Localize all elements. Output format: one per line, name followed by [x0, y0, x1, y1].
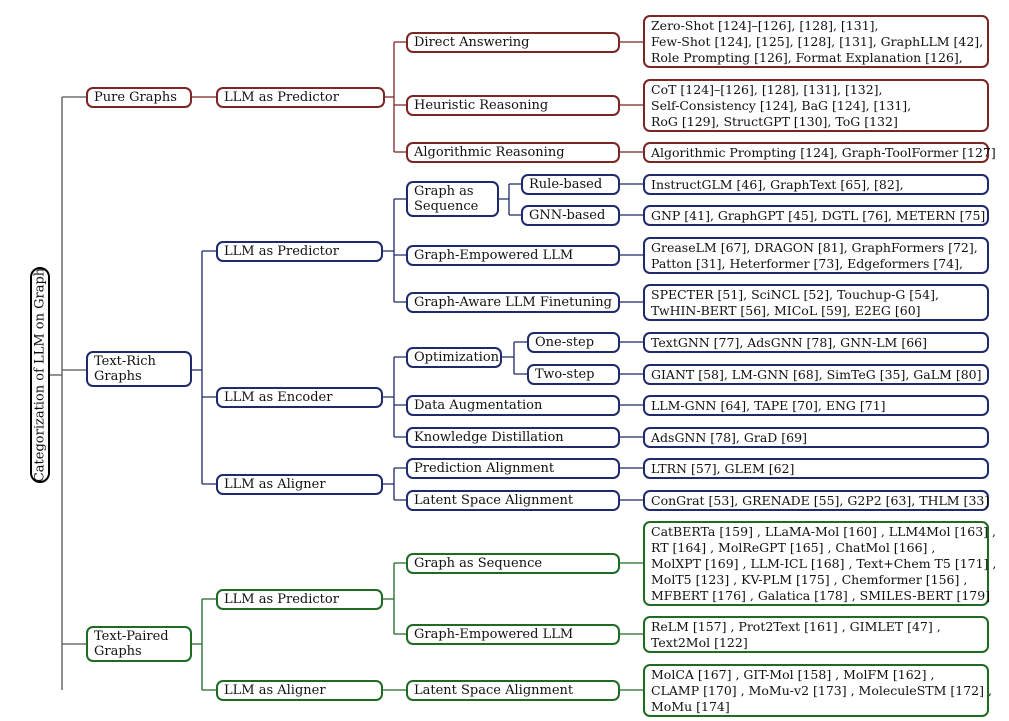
leaf-line: CatBERTa [159] , LLaMA-Mol [160] , LLM4M… [651, 523, 997, 539]
leaf-line: Text2Mol [122] [651, 634, 748, 650]
category-text-paired-graphs: Text-Paired Graphs [86, 626, 192, 662]
leaf-tp-latent-space-alignment: MolCA [167] , GIT-Mol [158] , MolFM [162… [643, 664, 992, 717]
leaf-line: RoG [129], StructGPT [130], ToG [132] [651, 113, 898, 129]
leaf-line: Zero-Shot [124]–[126], [128], [131], [651, 17, 879, 33]
leaf-line: CLAMP [170] , MoMu-v2 [173] , MoleculeST… [651, 682, 992, 698]
leaf-line: AdsGNN [78], GraD [69] [651, 429, 807, 445]
root-node: Categorization of LLM on Graph [30, 267, 50, 483]
leaf-line: Role Prompting [126], Format Explanation… [651, 49, 963, 65]
role-text-rich-llm-as-aligner: LLM as Aligner [216, 474, 383, 495]
leaf-direct-answering: Zero-Shot [124]–[126], [128], [131], Few… [643, 15, 989, 68]
leaf-tp-graph-as-sequence: CatBERTa [159] , LLaMA-Mol [160] , LLM4M… [643, 521, 997, 606]
leaf-line: TextGNN [77], AdsGNN [78], GNN-LM [66] [651, 334, 927, 350]
role-text-rich-llm-as-encoder: LLM as Encoder [216, 387, 383, 408]
leaf-line: Patton [31], Heterformer [73], Edgeforme… [651, 255, 964, 271]
category-pure-graphs: Pure Graphs [86, 87, 192, 108]
leaf-line: CoT [124]–[126], [128], [131], [132], [651, 81, 883, 97]
leaf-line: ConGrat [53], GRENADE [55], G2P2 [63], T… [651, 492, 990, 508]
method-tp-graph-as-sequence: Graph as Sequence [406, 553, 620, 574]
role-pure-llm-as-predictor: LLM as Predictor [216, 87, 385, 108]
leaf-line: GreaseLM [67], DRAGON [81], GraphFormers… [651, 239, 978, 255]
method-latent-space-alignment: Latent Space Alignment [406, 490, 620, 511]
leaf-one-step: TextGNN [77], AdsGNN [78], GNN-LM [66] [643, 332, 989, 353]
method-tp-graph-empowered-llm: Graph-Empowered LLM [406, 624, 620, 645]
leaf-line: GNP [41], GraphGPT [45], DGTL [76], METE… [651, 207, 986, 223]
leaf-heuristic-reasoning: CoT [124]–[126], [128], [131], [132], Se… [643, 79, 989, 132]
method-graph-empowered-llm: Graph-Empowered LLM [406, 245, 620, 266]
method-data-augmentation: Data Augmentation [406, 395, 620, 416]
role-text-rich-llm-as-predictor: LLM as Predictor [216, 241, 383, 262]
leaf-line: LTRN [57], GLEM [62] [651, 460, 795, 476]
leaf-line: LLM-GNN [64], TAPE [70], ENG [71] [651, 397, 886, 413]
leaf-graph-aware-llm-finetuning: SPECTER [51], SciNCL [52], Touchup-G [54… [643, 284, 989, 321]
method-graph-as-sequence: Graph as Sequence [406, 181, 499, 217]
category-text-rich-graphs: Text-Rich Graphs [86, 351, 192, 387]
leaf-line: InstructGLM [46], GraphText [65], [82], [651, 176, 904, 192]
leaf-line: Few-Shot [124], [125], [128], [131], Gra… [651, 33, 984, 49]
leaf-knowledge-distillation: AdsGNN [78], GraD [69] [643, 427, 989, 448]
method-knowledge-distillation: Knowledge Distillation [406, 427, 620, 448]
method-algorithmic-reasoning: Algorithmic Reasoning [406, 142, 620, 163]
leaf-gnn-based: GNP [41], GraphGPT [45], DGTL [76], METE… [643, 205, 989, 226]
leaf-prediction-alignment: LTRN [57], GLEM [62] [643, 458, 989, 479]
method-direct-answering: Direct Answering [406, 32, 620, 53]
leaf-latent-space-alignment: ConGrat [53], GRENADE [55], G2P2 [63], T… [643, 490, 989, 511]
method-heuristic-reasoning: Heuristic Reasoning [406, 95, 620, 116]
leaf-line: MoMu [174] [651, 698, 730, 714]
leaf-line: SPECTER [51], SciNCL [52], Touchup-G [54… [651, 286, 939, 302]
leaf-line: Self-Consistency [124], BaG [124], [131]… [651, 97, 912, 113]
leaf-algorithmic-reasoning: Algorithmic Prompting [124], Graph-ToolF… [643, 142, 996, 163]
leaf-line: TwHIN-BERT [56], MICoL [59], E2EG [60] [651, 302, 921, 318]
leaf-two-step: GIANT [58], LM-GNN [68], SimTeG [35], Ga… [643, 364, 989, 385]
leaf-line: GIANT [58], LM-GNN [68], SimTeG [35], Ga… [651, 366, 982, 382]
role-text-paired-llm-as-predictor: LLM as Predictor [216, 589, 383, 610]
leaf-line: MolXPT [169] , LLM-ICL [168] , Text+Chem… [651, 555, 997, 571]
method-tp-latent-space-alignment: Latent Space Alignment [406, 680, 620, 701]
role-text-paired-llm-as-aligner: LLM as Aligner [216, 680, 383, 701]
method-graph-aware-llm-finetuning: Graph-Aware LLM Finetuning [406, 292, 620, 313]
method-optimization: Optimization [406, 347, 502, 368]
method-rule-based: Rule-based [521, 174, 620, 195]
leaf-line: MolCA [167] , GIT-Mol [158] , MolFM [162… [651, 666, 935, 682]
method-one-step: One-step [527, 332, 620, 353]
leaf-rule-based: InstructGLM [46], GraphText [65], [82], [643, 174, 989, 195]
leaf-line: ReLM [157] , Prot2Text [161] , GIMLET [4… [651, 618, 941, 634]
leaf-graph-empowered-llm: GreaseLM [67], DRAGON [81], GraphFormers… [643, 237, 989, 274]
method-prediction-alignment: Prediction Alignment [406, 458, 620, 479]
leaf-line: Algorithmic Prompting [124], Graph-ToolF… [651, 144, 996, 160]
leaf-line: MolT5 [123] , KV-PLM [175] , Chemformer … [651, 571, 968, 587]
leaf-line: RT [164] , MolReGPT [165] , ChatMol [166… [651, 539, 936, 555]
method-gnn-based: GNN-based [521, 205, 620, 226]
root-label: Categorization of LLM on Graph [32, 267, 48, 483]
method-two-step: Two-step [527, 364, 620, 385]
leaf-tp-graph-empowered-llm: ReLM [157] , Prot2Text [161] , GIMLET [4… [643, 616, 989, 653]
leaf-line: MFBERT [176] , Galatica [178] , SMILES-B… [651, 587, 991, 603]
leaf-data-augmentation: LLM-GNN [64], TAPE [70], ENG [71] [643, 395, 989, 416]
